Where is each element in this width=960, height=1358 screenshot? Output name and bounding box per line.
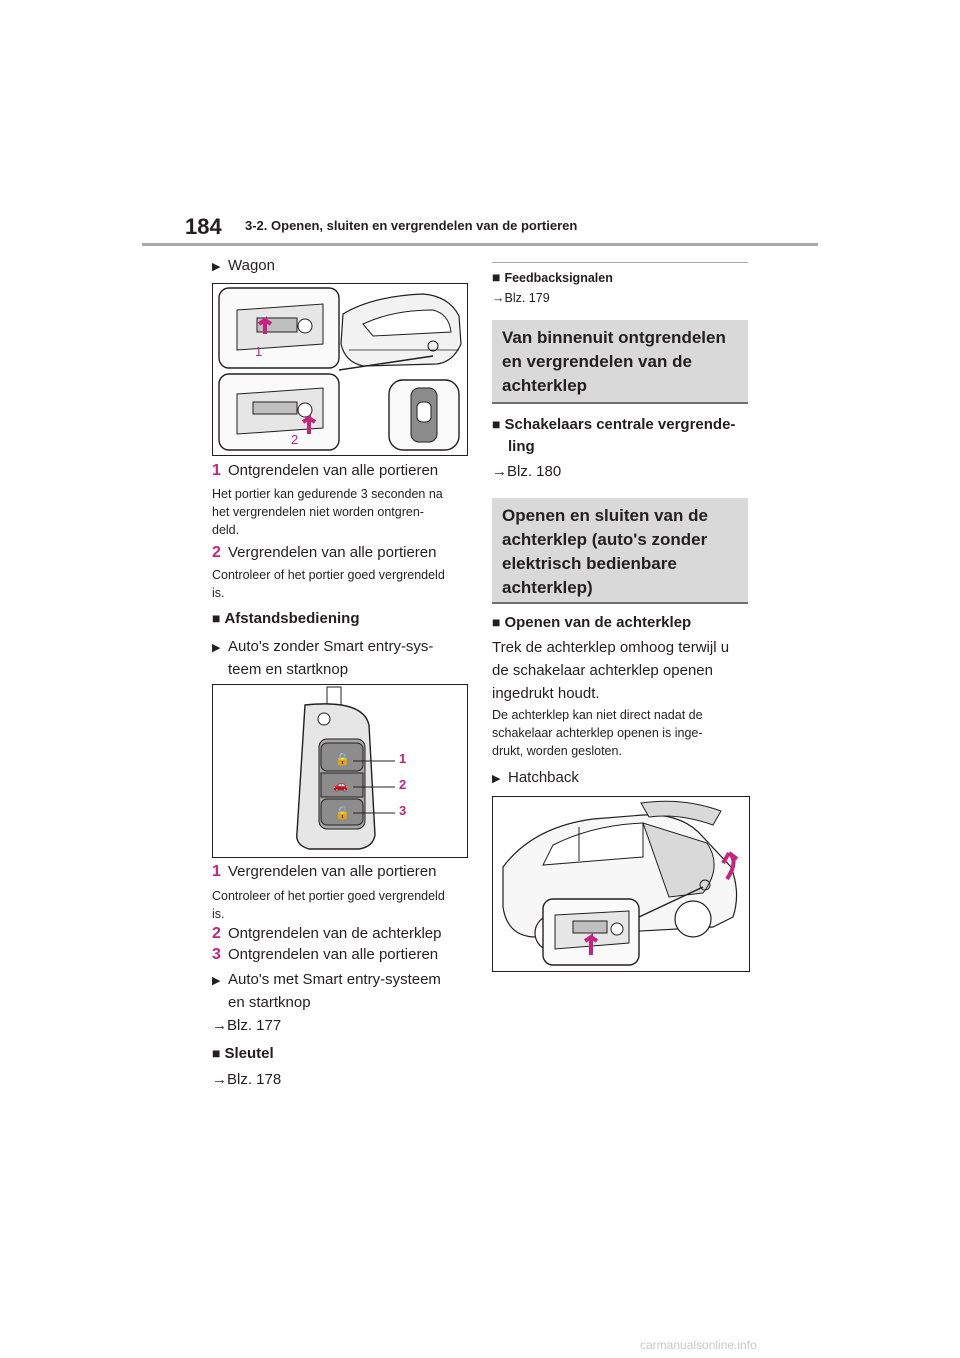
section-box-open-close-tailgate: Openen en sluiten van de achterklep (aut… bbox=[492, 498, 748, 604]
ref-blz-180: →Blz. 180 bbox=[492, 463, 562, 480]
arrow-icon: ▶ bbox=[212, 975, 221, 987]
central-lock-heading: ■Schakelaars centrale vergrende- ling bbox=[492, 416, 736, 455]
ref-arrow-icon: → bbox=[212, 1017, 227, 1034]
section-title: 3-2. Openen, sluiten en vergrendelen van… bbox=[245, 218, 578, 233]
ref-blz-179: →Blz. 179 bbox=[492, 291, 550, 305]
page-number: 184 bbox=[185, 214, 222, 239]
ref-arrow-icon: → bbox=[492, 291, 505, 305]
ref-arrow-icon: → bbox=[212, 1071, 227, 1088]
square-bullet-icon: ■ bbox=[212, 610, 221, 626]
hatchback-illustration bbox=[502, 800, 739, 966]
open-tailgate-heading: ■Openen van de achterklep bbox=[492, 614, 692, 631]
figure-callout-1: 1 bbox=[255, 344, 263, 359]
figure-callout-2: 2 bbox=[291, 432, 299, 447]
ref-arrow-icon: → bbox=[492, 463, 507, 480]
fob-callout-3: 3 bbox=[399, 803, 407, 818]
item-2-note: Controleer of het portier goed vergrende… bbox=[212, 568, 445, 600]
square-bullet-icon: ■ bbox=[492, 269, 501, 285]
key-heading: ■Sleutel bbox=[212, 1045, 274, 1062]
fob-callout-2: 2 bbox=[399, 777, 407, 792]
square-bullet-icon: ■ bbox=[492, 614, 501, 630]
key-fob-illustration: 🔒 🚗 🔓 bbox=[296, 686, 395, 850]
smart-entry: ▶Auto's met Smart entry-systeem en start… bbox=[212, 971, 441, 1011]
hatchback-label: ▶Hatchback bbox=[492, 768, 579, 789]
arrow-icon: ▶ bbox=[492, 773, 501, 785]
feedback-heading: ■Feedbacksignalen bbox=[492, 269, 613, 285]
square-bullet-icon: ■ bbox=[492, 416, 501, 432]
svg-text:🔓: 🔓 bbox=[335, 806, 350, 820]
arrow-icon: ▶ bbox=[212, 642, 221, 654]
wagon-figure: 1 2 bbox=[212, 283, 468, 456]
svg-text:🔒: 🔒 bbox=[335, 752, 350, 766]
square-bullet-icon: ■ bbox=[212, 1045, 221, 1061]
no-smart-entry: ▶Auto's zonder Smart entry-sys- teem en … bbox=[212, 638, 434, 678]
fob-callout-1: 1 bbox=[399, 751, 407, 766]
open-tailgate-text: Trek de achterklep omhoog terwijl u de s… bbox=[492, 639, 730, 702]
item-1-note: Het portier kan gedurende 3 seconden na … bbox=[212, 487, 443, 537]
feedback-rule bbox=[492, 262, 748, 263]
header-rule bbox=[142, 243, 818, 246]
ref-blz-178: →Blz. 178 bbox=[212, 1071, 282, 1088]
key-fob-figure: 🔒 🚗 🔓 1 2 3 bbox=[212, 684, 468, 858]
wagon-label: ▶Wagon bbox=[212, 256, 275, 277]
section-box-interior-tailgate: Van binnenuit ontgrendelen en vergrendel… bbox=[492, 320, 748, 404]
arrow-icon: ▶ bbox=[212, 261, 221, 273]
remote-item-1-note: Controleer of het portier goed vergrende… bbox=[212, 889, 445, 921]
watermark: carmanualsonline.info bbox=[640, 1338, 757, 1352]
ref-blz-177: →Blz. 177 bbox=[212, 1017, 282, 1034]
remote-heading: ■Afstandsbediening bbox=[212, 610, 360, 627]
wagon-illustration bbox=[218, 287, 462, 451]
hatchback-figure bbox=[492, 796, 750, 972]
svg-text:🚗: 🚗 bbox=[333, 778, 348, 792]
open-tailgate-note: De achterklep kan niet direct nadat de s… bbox=[492, 708, 703, 758]
